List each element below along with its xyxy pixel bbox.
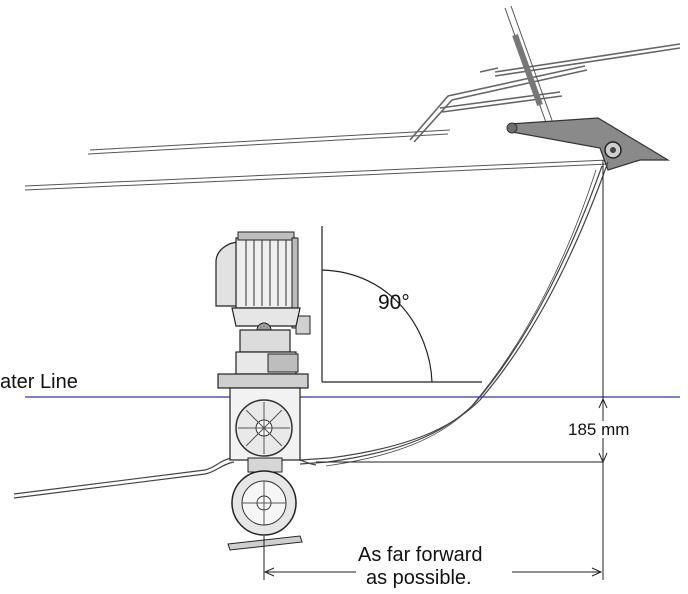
forward-position-label-line2: as possible. (366, 567, 472, 589)
depth-dimension-label: 185 mm (566, 420, 632, 439)
dimension-lines (263, 160, 608, 580)
bow-thruster-icon (215, 231, 311, 551)
deck-lines (24, 129, 609, 191)
right-angle-indicator (321, 226, 482, 383)
angle-label: 90° (378, 291, 410, 314)
anchor-icon (506, 117, 671, 171)
forward-position-label: As far forward (358, 544, 483, 566)
water-line-label: ater Line (0, 371, 78, 393)
anchor-mast (504, 5, 555, 129)
hull-bottom (13, 457, 317, 499)
hull-bow-profile (299, 161, 609, 467)
